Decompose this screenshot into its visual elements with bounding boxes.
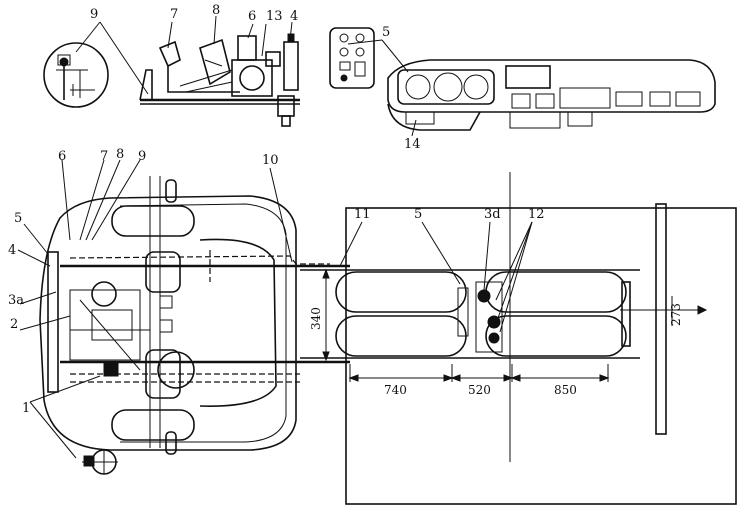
callout-6-top: 6 (248, 9, 256, 24)
callout-5-main: 5 (414, 207, 422, 222)
callout-2: 2 (10, 317, 18, 332)
dim-340: 340 (309, 307, 323, 330)
callout-13-top: 13 (266, 9, 283, 24)
detail-circle-view (43, 42, 109, 108)
vehicle-chassis-plan (39, 176, 640, 455)
callout-1: 1 (22, 401, 30, 416)
callout-9-top: 9 (90, 7, 98, 22)
callout-9: 9 (138, 149, 146, 164)
callout-5-top: 5 (382, 25, 390, 40)
callout-3a: 3a (8, 293, 24, 308)
callout-5: 5 (14, 211, 22, 226)
dimension-labels: 740 520 850 340 273 (309, 303, 683, 397)
dim-740: 740 (384, 383, 407, 397)
dim-273: 273 (669, 303, 683, 326)
engine-bay-side-view (139, 33, 300, 127)
callout-10: 10 (262, 153, 279, 168)
callout-4: 4 (8, 243, 16, 258)
callout-labels: 9 7 8 6 13 4 5 14 6 7 8 9 10 5 4 3a 2 1 … (8, 3, 545, 416)
callout-3d: 3d (484, 207, 501, 222)
callout-8: 8 (116, 147, 124, 162)
control-panel-detail (329, 27, 375, 89)
dim-520: 520 (468, 383, 491, 397)
callout-14: 14 (404, 137, 421, 152)
callout-8-top: 8 (212, 3, 220, 18)
dashboard-view (387, 59, 716, 131)
callout-7-top: 7 (170, 7, 178, 22)
gas-cylinders (335, 271, 631, 357)
callout-12: 12 (528, 207, 545, 222)
dimension-lines (322, 268, 673, 382)
valve-icon (82, 449, 118, 475)
leader-lines (17, 15, 533, 459)
callout-4-top: 4 (290, 9, 298, 24)
callout-11: 11 (354, 207, 371, 222)
dim-850: 850 (554, 383, 577, 397)
callout-7: 7 (100, 149, 108, 164)
cargo-bed-frame (345, 172, 737, 505)
callout-6: 6 (58, 149, 66, 164)
